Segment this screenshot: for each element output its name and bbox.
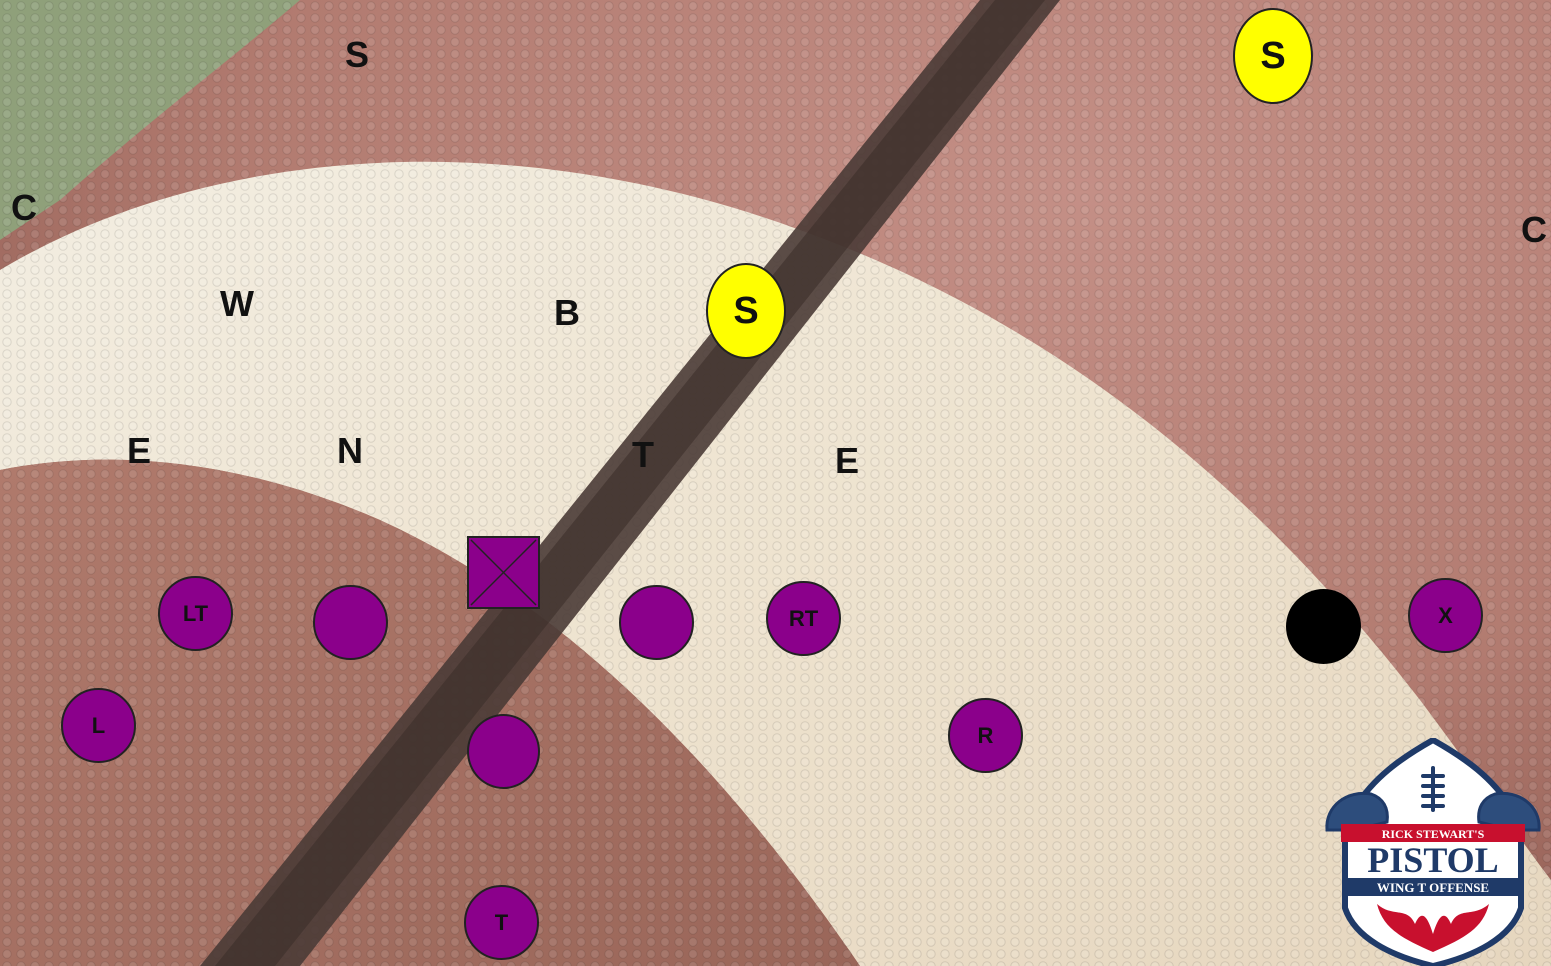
logo-line1: RICK STEWART'S [1382, 827, 1485, 841]
defense-label-c-left: C [11, 190, 37, 226]
defense-label-s-left: S [345, 37, 369, 73]
player-t: T [464, 885, 539, 960]
defense-label-t: T [632, 437, 654, 473]
player-x: X [1408, 578, 1483, 653]
ball-dot-icon [1286, 589, 1361, 664]
defense-label-w: W [220, 286, 254, 322]
safety-top-right-marker: S [1233, 8, 1313, 104]
defense-label-b: B [554, 295, 580, 331]
player-rt: RT [766, 581, 841, 656]
defense-label-n: N [337, 433, 363, 469]
pistol-wing-t-shield-logo: RICK STEWART'S PISTOL WING T OFFENSE [1315, 738, 1551, 966]
player-left-guard [313, 585, 388, 660]
defense-label-e-left: E [127, 433, 151, 469]
logo-line3: WING T OFFENSE [1377, 880, 1489, 895]
defense-label-e-right: E [835, 443, 859, 479]
player-lt: LT [158, 576, 233, 651]
player-quarterback [467, 714, 540, 789]
player-l: L [61, 688, 136, 763]
center-x-box-icon [467, 536, 540, 609]
player-right-guard [619, 585, 694, 660]
player-r: R [948, 698, 1023, 773]
defense-label-c-right: C [1521, 212, 1547, 248]
logo-line2: PISTOL [1367, 840, 1498, 880]
safety-mid-marker: S [706, 263, 786, 359]
